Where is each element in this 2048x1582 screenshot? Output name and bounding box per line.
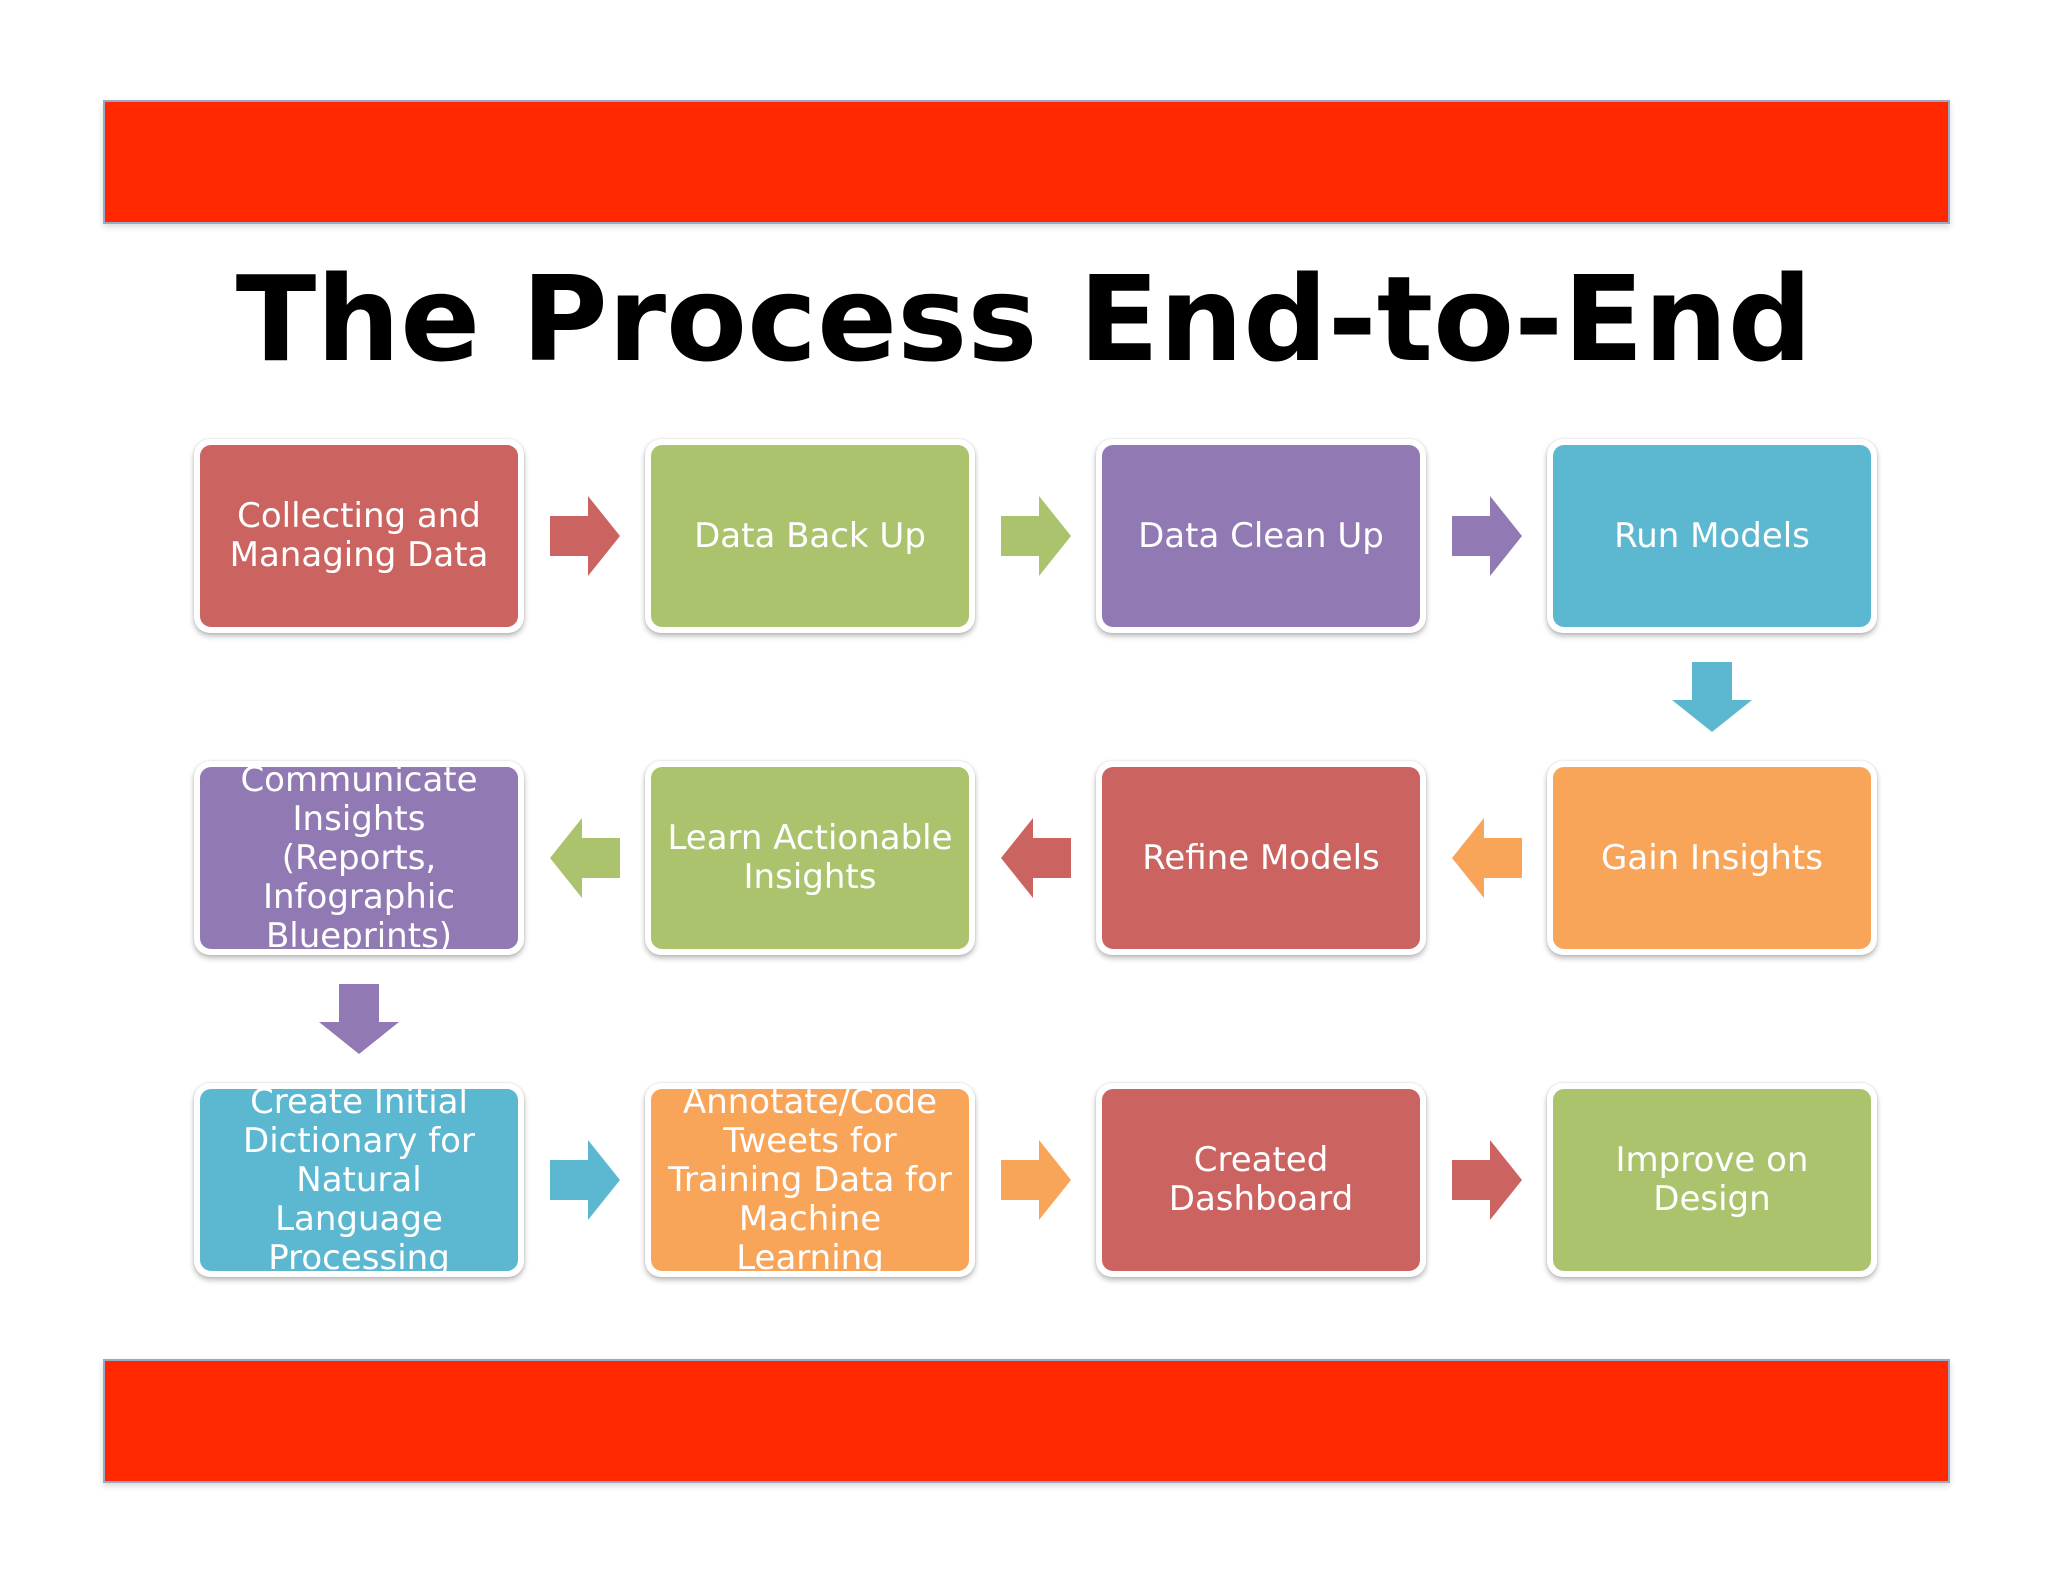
process-step-label-line: Infographic	[262, 876, 455, 917]
flow-arrow-right-icon	[549, 496, 620, 576]
flow-arrow-shape	[319, 984, 399, 1054]
process-step-label-line: Insights	[743, 857, 877, 897]
flow-arrow-shape	[1451, 818, 1522, 898]
process-step-label: Gain Insights	[1601, 837, 1823, 878]
process-step-box: Data Clean Up	[1102, 445, 1420, 627]
process-step-4: Run Models	[1547, 439, 1877, 633]
process-step-label: Refine Models	[1142, 837, 1380, 878]
process-step-6: Refine Models	[1096, 761, 1426, 955]
process-step-label-line: Run Models	[1614, 515, 1810, 556]
process-step-label-line: Data Back Up	[694, 515, 926, 556]
process-step-label-line: Data Clean Up	[1138, 515, 1384, 556]
flow-arrow-shape	[1451, 1140, 1522, 1220]
flow-arrow-down-icon	[1672, 662, 1752, 732]
flow-arrow-left-icon	[1451, 818, 1522, 898]
flow-arrow-left-icon	[1000, 818, 1071, 898]
process-step-5: Gain Insights	[1547, 761, 1877, 955]
process-step-label: Data Back Up	[694, 515, 926, 556]
flow-arrow-shape	[1000, 818, 1071, 898]
process-step-label-line: Annotate/Code	[682, 1081, 938, 1122]
process-step-label: Data Clean Up	[1138, 515, 1384, 556]
process-step-label-line: Training Data for	[668, 1159, 952, 1200]
flow-arrow-shape	[549, 1140, 620, 1220]
process-step-label-line: Machine Learning	[736, 1198, 884, 1278]
process-step-label-line: Tweets for	[723, 1120, 897, 1161]
process-step-label-line: Improve on	[1615, 1140, 1809, 1180]
flow-arrow-right-icon	[1000, 496, 1071, 576]
process-step-label-line: Gain Insights	[1601, 837, 1823, 878]
process-step-2: Data Back Up	[645, 439, 975, 633]
flow-arrow-shape	[1672, 662, 1752, 732]
flow-arrow-shape	[1000, 1140, 1071, 1220]
process-step-box: Data Back Up	[651, 445, 969, 627]
flow-arrow-shape	[549, 496, 620, 576]
process-step-label-line: Dictionary for	[243, 1120, 475, 1161]
process-step-label-line: Managing Data	[229, 535, 489, 575]
process-step-box: Run Models	[1553, 445, 1871, 627]
flow-arrow-shape	[1451, 496, 1522, 576]
process-step-label-line: Natural Language	[275, 1159, 443, 1239]
process-step-label-line: Create Initial	[250, 1081, 468, 1122]
flow-arrow-shape	[549, 818, 620, 898]
flow-arrow-right-icon	[1000, 1140, 1071, 1220]
flow-arrow-shape	[1000, 496, 1071, 576]
flow-arrow-right-icon	[1451, 1140, 1522, 1220]
process-step-label-line: Insights (Reports,	[281, 798, 437, 878]
flow-arrow-right-icon	[549, 1140, 620, 1220]
process-step-label-line: Blueprints)	[265, 915, 453, 956]
flow-arrow-right-icon	[1451, 496, 1522, 576]
process-step-3: Data Clean Up	[1096, 439, 1426, 633]
top-banner	[103, 100, 1950, 224]
flow-arrow-left-icon	[549, 818, 620, 898]
process-step-label-line: Dashboard	[1168, 1179, 1354, 1219]
process-step-box: Gain Insights	[1553, 767, 1871, 949]
process-step-label-line: Communicate	[240, 759, 478, 800]
process-step-label: Run Models	[1614, 515, 1810, 556]
process-step-label-line: Processing	[268, 1237, 450, 1278]
page-title: The Process End-to-End	[235, 250, 1813, 388]
process-step-label-line: Created	[1193, 1140, 1329, 1180]
process-step-label-line: Refine Models	[1142, 837, 1380, 878]
process-step-label-line: Design	[1653, 1179, 1771, 1219]
process-step-label-line: Collecting and	[237, 496, 481, 536]
process-step-label-line: Learn Actionable	[667, 818, 953, 858]
flow-arrow-down-icon	[319, 984, 399, 1054]
bottom-banner	[103, 1359, 1950, 1483]
process-step-box: Refine Models	[1102, 767, 1420, 949]
